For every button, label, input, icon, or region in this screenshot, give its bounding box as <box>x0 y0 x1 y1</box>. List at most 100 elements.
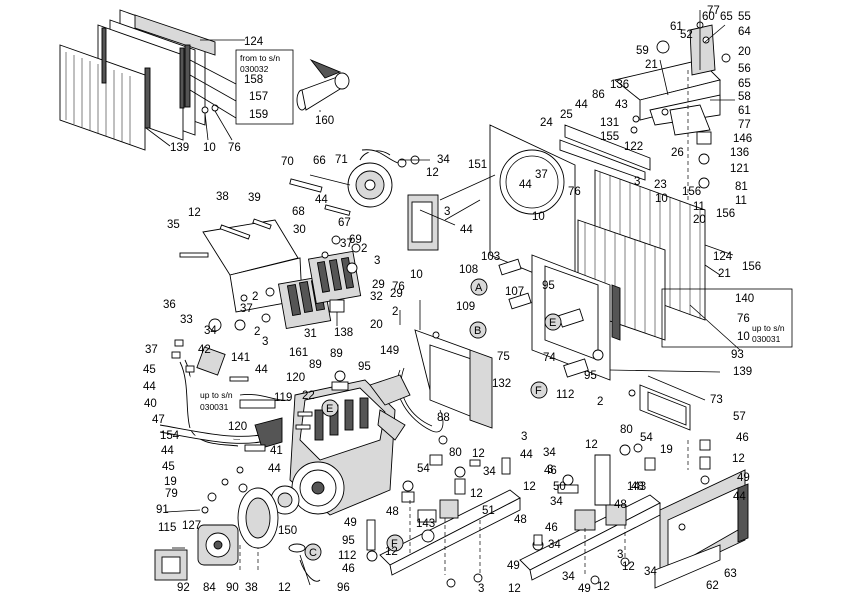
callout-number: 2 <box>392 306 398 318</box>
callout-number: 20 <box>370 319 383 331</box>
callout-number: 136 <box>610 79 629 91</box>
callout-number: 143 <box>416 518 435 530</box>
callout-number: 49 <box>737 472 750 484</box>
callout-number: 80 <box>449 447 462 459</box>
callout-number: 136 <box>730 147 749 159</box>
callout-number: 44 <box>575 99 588 111</box>
callout-number: 154 <box>160 430 180 442</box>
callout-number: 63 <box>724 568 737 580</box>
callout-number: 20 <box>738 46 751 58</box>
callout-number: 36 <box>163 299 176 311</box>
callout-number: 103 <box>481 251 500 263</box>
callout-number: 132 <box>492 378 511 390</box>
radiator-assembly-top-left <box>59 9 294 151</box>
callout-number: 3 <box>262 336 268 348</box>
callout-number: 12 <box>585 439 598 451</box>
callout-number: 12 <box>622 561 635 573</box>
callout-number: 25 <box>560 109 573 121</box>
callout-number: 95 <box>342 535 355 547</box>
callout-number: 52 <box>680 29 693 41</box>
bracket-assembly-top-right <box>613 10 735 200</box>
note-up-to-sn-right: up to s/n <box>752 323 785 333</box>
callout-circle-b: B <box>474 325 481 337</box>
callout-number: 3 <box>521 431 527 443</box>
callout-number: 43 <box>615 99 628 111</box>
callout-number: 49 <box>507 560 520 572</box>
callout-number: 75 <box>497 351 510 363</box>
callout-number: 24 <box>540 117 553 129</box>
callout-number: 38 <box>216 191 229 203</box>
callout-number: 107 <box>505 286 524 298</box>
callout-number: 22 <box>302 390 315 402</box>
callout-number: 12 <box>188 207 201 219</box>
callout-number: 3 <box>444 206 450 218</box>
callout-number: 44 <box>733 491 746 503</box>
callout-number: 74 <box>543 352 556 364</box>
callout-number: 89 <box>330 348 343 360</box>
note-up-to-sn-left: up to s/n <box>200 390 233 400</box>
callout-number: 56 <box>738 63 751 75</box>
callout-number: 124 <box>713 251 733 263</box>
callout-number: 96 <box>337 582 350 594</box>
callout-circle-a: A <box>475 282 483 294</box>
callout-number: 120 <box>286 372 305 384</box>
callout-number: 140 <box>735 293 754 305</box>
callout-circle-f-2: F <box>391 538 398 550</box>
callout-number: 141 <box>231 352 250 364</box>
callout-number: 122 <box>624 141 643 153</box>
callout-number: 2 <box>252 291 258 303</box>
callout-number: 76 <box>737 313 750 325</box>
cooler-assembly-right <box>489 124 793 381</box>
callout-number: 11 <box>735 195 747 207</box>
callout-number: 34 <box>562 571 575 583</box>
note-up-to-sn-right-number: 030031 <box>752 334 781 344</box>
callout-number: 70 <box>281 156 294 168</box>
callout-number: 34 <box>437 154 450 166</box>
callout-number: 12 <box>470 488 483 500</box>
callout-number: 131 <box>600 117 619 129</box>
callout-number: 37 <box>340 238 353 250</box>
callout-number: 65 <box>720 11 733 23</box>
callout-number: 34 <box>543 447 556 459</box>
callout-number: 48 <box>614 499 627 511</box>
callout-number: 88 <box>437 412 450 424</box>
callout-number: 31 <box>304 328 317 340</box>
callout-number: 139 <box>170 142 189 154</box>
callout-number: 49 <box>344 517 357 529</box>
callout-number: 65 <box>738 78 751 90</box>
callout-number: 69 <box>349 234 362 246</box>
callout-number: 54 <box>640 432 653 444</box>
callout-number: 121 <box>730 163 749 175</box>
callout-number: 37 <box>145 344 158 356</box>
callout-number: 10 <box>655 193 668 205</box>
callout-number: 86 <box>592 89 605 101</box>
callout-number: 34 <box>548 539 561 551</box>
callout-number: 10 <box>532 211 545 223</box>
callout-number: 76 <box>392 281 405 293</box>
callout-number: 19 <box>660 444 673 456</box>
callout-number: 34 <box>204 325 217 337</box>
callout-number: 58 <box>738 91 751 103</box>
callout-number: 159 <box>249 109 268 121</box>
callout-number: 161 <box>289 347 308 359</box>
callout-number: 12 <box>508 583 521 595</box>
callout-number: 21 <box>645 59 658 71</box>
callout-number: 54 <box>417 463 430 475</box>
callout-number: 12 <box>732 453 745 465</box>
callout-number: 37 <box>535 169 548 181</box>
callout-number: 48 <box>386 506 399 518</box>
callout-number: 160 <box>315 115 334 127</box>
callout-number: 44 <box>255 364 268 376</box>
callout-number: 48 <box>514 514 527 526</box>
callout-number: 150 <box>278 525 297 537</box>
callout-number: 51 <box>482 505 495 517</box>
note-from-to-sn-number: 030032 <box>240 64 269 74</box>
callout-number: 109 <box>456 301 475 313</box>
callout-number: 42 <box>198 344 211 356</box>
callout-number: 91 <box>156 504 169 516</box>
alternator-and-pump-center <box>179 149 496 332</box>
callout-number: 3 <box>634 176 640 188</box>
callout-number: 119 <box>274 392 292 404</box>
callout-circle-e-2: E <box>326 403 333 415</box>
